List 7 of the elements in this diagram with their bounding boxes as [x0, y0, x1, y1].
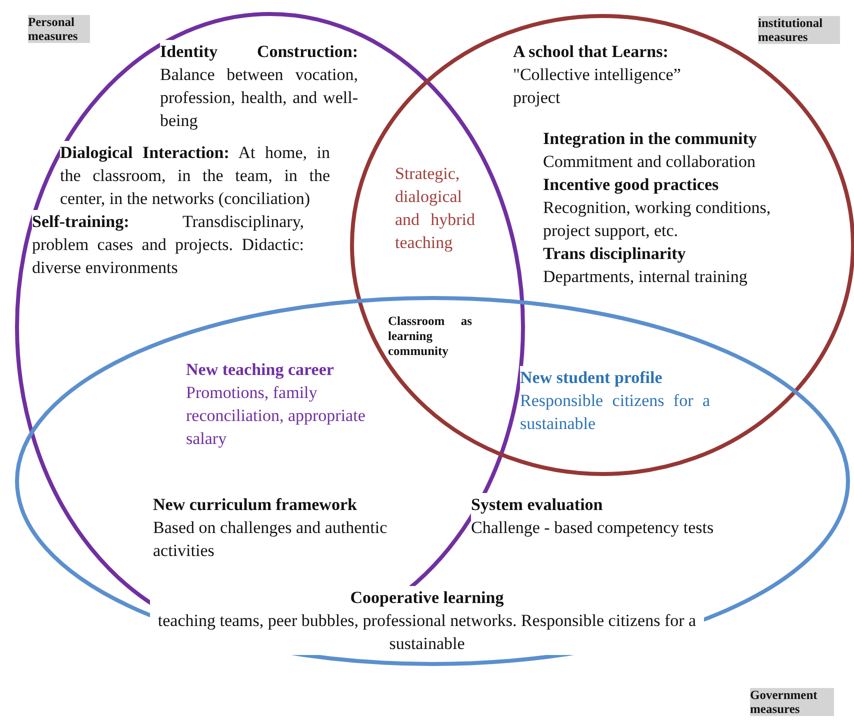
center-overlap-text: Classroom as learning community: [388, 314, 472, 359]
text-block: Dialogical Interaction: At home, in the classroom, in the team, in the center, in the networks (conciliation): [60, 141, 330, 210]
text-block: Identity Construction: Balance between vocation, profession, health, and well-being: [160, 40, 358, 132]
set-label: Personal measures: [28, 15, 90, 43]
set-label: institutional measures: [758, 16, 840, 44]
set-label: Government measures: [750, 688, 834, 716]
description: teaching teams, peer bubbles, professional networks. Responsible citizens for a sustainable: [150, 609, 704, 655]
